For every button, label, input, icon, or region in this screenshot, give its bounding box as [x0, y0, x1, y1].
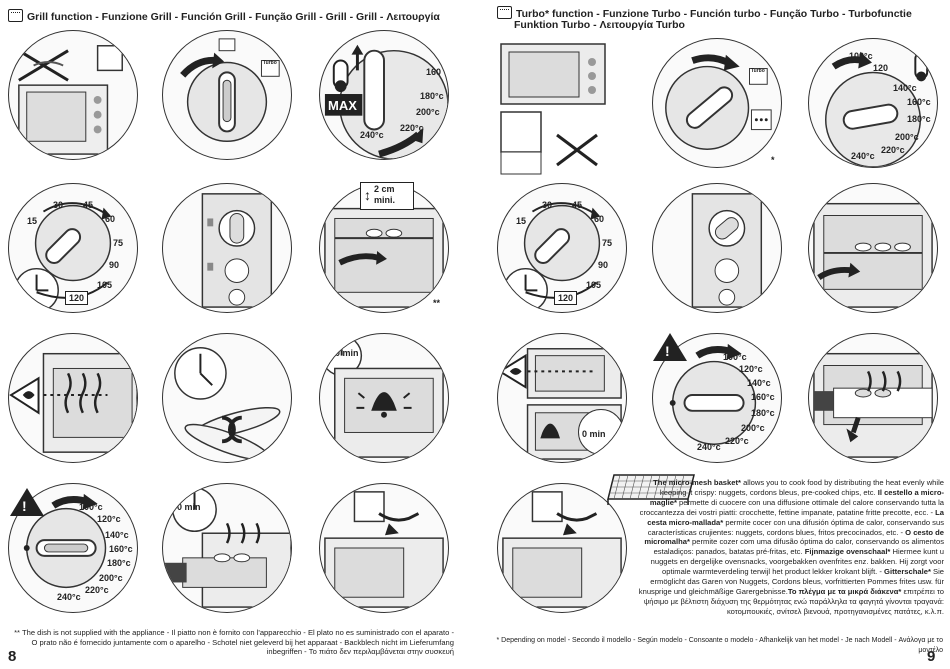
timer-30-label: 30: [53, 200, 64, 210]
turbo-function-header-line2: Funktion Turbo - Λειτουργία Turbo: [514, 19, 685, 31]
turbo-timer-15-label: 15: [516, 216, 527, 226]
turbo-mini-label: Turbo: [263, 60, 277, 66]
turbo-warning-icon: [653, 333, 687, 361]
grill-function-header: Grill function - Funzione Grill - Funció…: [8, 9, 440, 23]
temp-160-label: 160: [426, 67, 442, 77]
dial-temp-160-label: 160°c: [109, 544, 133, 554]
warning-exclamation-icon: !: [22, 498, 27, 514]
turbo-control-panel-illustration: [652, 183, 782, 313]
max-label: MAX: [328, 98, 357, 113]
turbo-dial-temp-220-label: 220°c: [725, 436, 749, 446]
turbo-dial-temp-120-label: 120°c: [739, 364, 763, 374]
turbo-temp-120-label: 120: [873, 63, 889, 73]
turbo-watch-illustration: 0 min: [497, 333, 627, 463]
timer-45-label: 45: [83, 200, 94, 210]
dial-temp-180-label: 180°c: [107, 558, 131, 568]
turbo-warning-exclamation-icon: !: [665, 343, 670, 359]
turbo-mode-dial-illustration: Turbo: [652, 38, 782, 168]
right-footer-note: * Depending on model - Secondo il modell…: [496, 637, 943, 654]
turbo-temp-160-label: 160°c: [907, 97, 931, 107]
control-panel-illustration: [162, 183, 292, 313]
turbo-dial-temp-180-label: 180°c: [751, 408, 775, 418]
dial-temp-120-label: 120°c: [97, 514, 121, 524]
dial-temp-220-label: 220°c: [85, 585, 109, 595]
turbo-icon: [497, 6, 512, 19]
double-star-note: **: [433, 298, 441, 308]
unplug-end-illustration: [319, 483, 449, 613]
temp-240-label: 240°c: [360, 130, 384, 140]
timer-15-label: 15: [27, 216, 38, 226]
turbo-temp-240-label: 240°c: [851, 151, 875, 161]
turbo-timer-30-label: 30: [542, 200, 553, 210]
turbo-zero-min-label: 0 min: [582, 429, 606, 439]
turbo-timer-105-label: 105: [586, 280, 602, 290]
turn-food-illustration: [162, 333, 292, 463]
vertical-arrow-icon: ↕: [364, 187, 371, 203]
temp-200-label: 200°c: [416, 107, 440, 117]
zero-min-label: 0 min: [335, 348, 359, 358]
timer-dial-illustration: 15 30 45 60 75 90 105 120: [8, 183, 138, 313]
dial-temp-200-label: 200°c: [99, 573, 123, 583]
turbo-insert-tray-illustration: [808, 183, 938, 313]
zero-min-label-2: 0 min: [177, 502, 201, 512]
temp-220-label: 220°c: [400, 123, 424, 133]
dial-temp-240-label: 240°c: [57, 592, 81, 602]
min-distance-tag: 2 cm mini. ↕: [360, 182, 414, 210]
turbo-temp-dial-illustration: 100°c 120°c 140°c 160°c 180°c 200°c 220°…: [652, 333, 782, 463]
timer-90-label: 90: [109, 260, 120, 270]
star-note: *: [771, 155, 775, 165]
turbo-temp-100-label: 100°c: [849, 51, 873, 61]
unplug-illustration: [8, 30, 138, 160]
turbo-temp-200-label: 200°c: [895, 132, 919, 142]
turbo-timer-75-label: 75: [602, 238, 613, 248]
turbo-temp-180-label: 180°c: [907, 114, 931, 124]
timer-end-bell-illustration: 0 min: [319, 333, 449, 463]
right-page: Turbo* function - Funzione Turbo - Funci…: [475, 0, 950, 669]
turbo-dial-temp-100-label: 100°c: [723, 352, 747, 362]
micro-mesh-basket-description: The micro-mesh basket* allows you to coo…: [638, 478, 944, 616]
mini-label: mini.: [374, 195, 396, 205]
grill-mode-dial-illustration: Turbo: [162, 30, 292, 160]
turbo-zero-min-clock: [578, 409, 624, 455]
turbo-remove-tray-illustration: [808, 333, 938, 463]
turbo-temp-220-label: 220°c: [881, 145, 905, 155]
turbo-dial-temp-140-label: 140°c: [747, 378, 771, 388]
turbo-unplug-end-illustration: [497, 483, 627, 613]
page-number-8: 8: [8, 648, 17, 665]
turbo-dial-temp-160-label: 160°c: [751, 392, 775, 402]
timer-120-label: 120: [65, 291, 89, 305]
turbo-function-header: Turbo* function - Funzione Turbo - Funci…: [497, 6, 912, 20]
timer-105-label: 105: [97, 280, 113, 290]
turbo-timer-120-label: 120: [554, 291, 578, 305]
turbo-timer-60-label: 60: [594, 214, 605, 224]
dial-temp-140-label: 140°c: [105, 530, 129, 540]
dial-temp-100-label: 100°c: [79, 502, 103, 512]
micro-mesh-basket-illustration: [606, 469, 698, 507]
turbo-timer-45-label: 45: [572, 200, 583, 210]
turbo-timer-illustration: 15 30 45 60 75 90 105 120: [497, 183, 627, 313]
left-footer-note: ** The dish is not supplied with the app…: [14, 628, 454, 656]
timer-60-label: 60: [105, 214, 116, 224]
turbo-mini-label-right: Turbo: [751, 68, 765, 74]
turbo-dial-temp-200-label: 200°c: [741, 423, 765, 433]
left-page: Grill function - Funzione Grill - Funció…: [8, 9, 454, 665]
temp-180-label: 180°c: [420, 91, 444, 101]
warning-icon: [10, 488, 44, 516]
page-number-9: 9: [927, 648, 936, 665]
remove-food-illustration: 0 min: [162, 483, 292, 613]
watch-cooking-illustration: [8, 333, 138, 463]
two-cm-label: 2 cm: [374, 184, 395, 194]
turbo-temp-140-label: 140°c: [893, 83, 917, 93]
max-temperature-illustration: MAX 160 180°c 200°c 220°c 240°c: [319, 30, 449, 160]
turbo-dial-temp-240-label: 240°c: [697, 442, 721, 452]
turbo-setup-illustration: [497, 40, 609, 176]
turbo-temperature-illustration: 100°c 120 140°c 160°c 180°c 200°c 220°c …: [808, 38, 938, 168]
timer-75-label: 75: [113, 238, 124, 248]
turbo-timer-90-label: 90: [598, 260, 609, 270]
grill-icon: [8, 9, 23, 22]
